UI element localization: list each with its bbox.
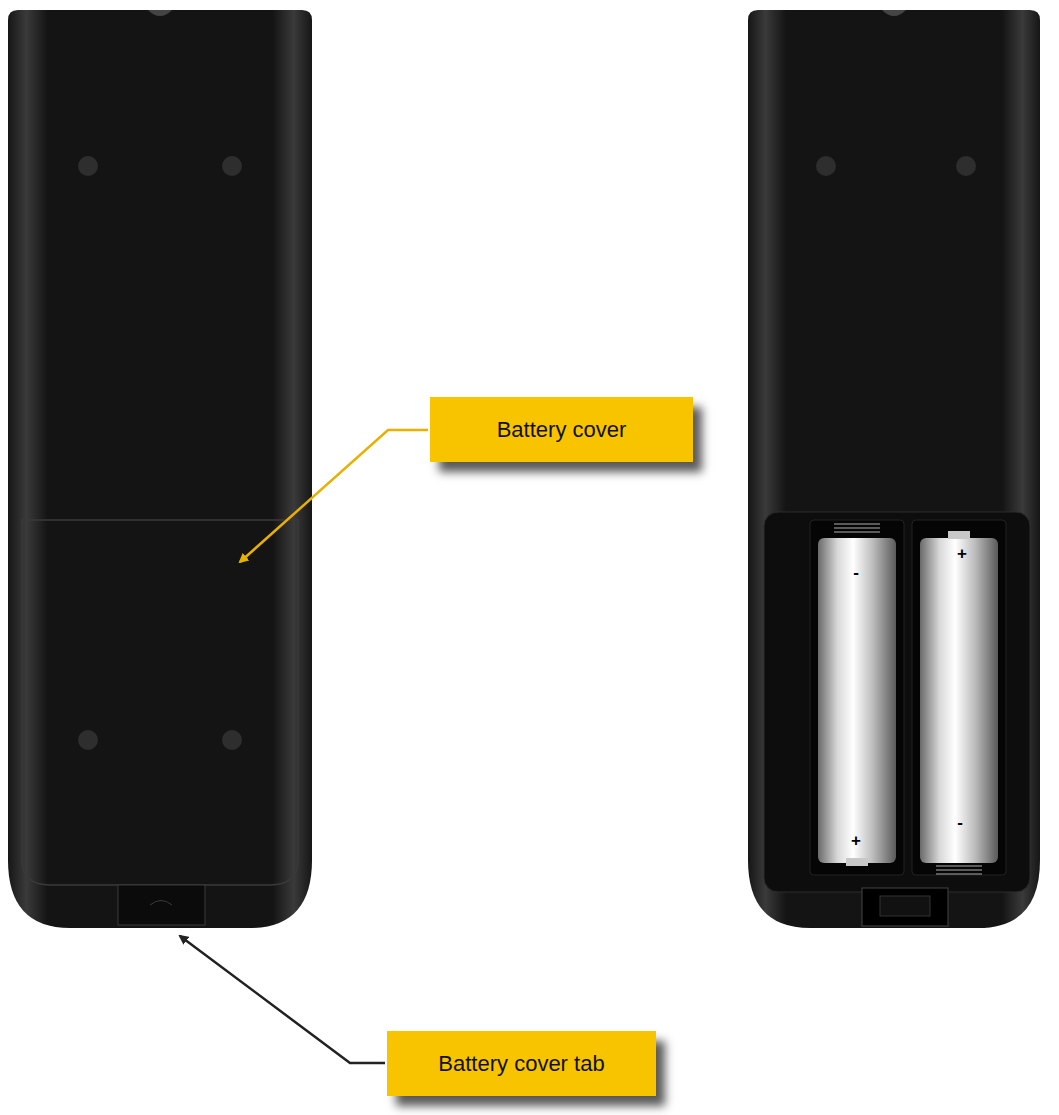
polarity-mark: -: [853, 564, 859, 581]
remote-closed: [8, 10, 312, 928]
callout-text: Battery cover tab: [438, 1051, 604, 1077]
leader-arrow: [180, 936, 385, 1063]
polarity-mark: +: [851, 832, 861, 849]
polarity-mark: -: [957, 814, 963, 831]
remote-open: [748, 10, 1040, 928]
callout-text: Battery cover: [497, 417, 627, 443]
leader-arrow: [240, 430, 428, 562]
callout-box: Battery cover: [430, 397, 693, 462]
polarity-mark: +: [957, 545, 967, 562]
callout-box: Battery cover tab: [387, 1031, 656, 1096]
